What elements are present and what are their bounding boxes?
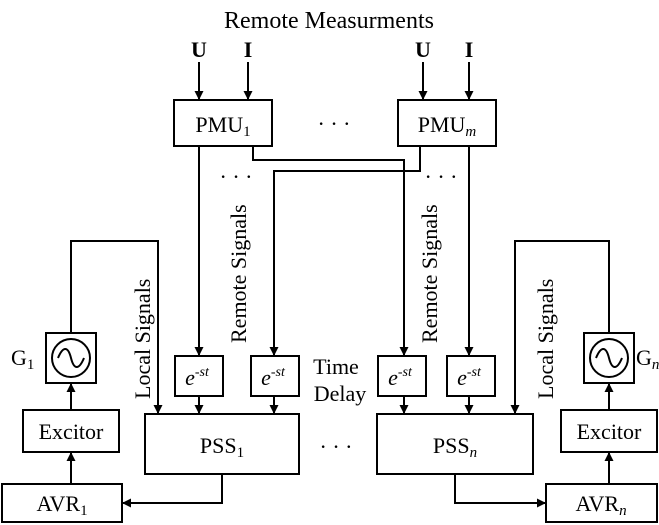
avrn-label: AVRn bbox=[575, 491, 626, 519]
pmu1-label: PMU1 bbox=[195, 112, 250, 140]
generatorn-sine bbox=[595, 348, 623, 368]
pssn-label: PSSn bbox=[433, 433, 477, 461]
pmu1-current-label: I bbox=[244, 37, 253, 62]
local-signals-label-left: Local Signals bbox=[130, 279, 155, 399]
pmum-label: PMUm bbox=[418, 112, 477, 140]
time-delay-line2: Delay bbox=[314, 381, 367, 406]
avrn-box bbox=[545, 483, 658, 523]
delay-label-1: e-st bbox=[185, 365, 210, 390]
excitor1-label: Excitor bbox=[39, 419, 104, 444]
pmu-ellipsis: · · · bbox=[318, 111, 351, 136]
delay-label-3: e-st bbox=[388, 365, 413, 390]
remote-ellipsis-right: · · · bbox=[425, 164, 458, 189]
avr1-box bbox=[1, 483, 123, 523]
local-signals-label-right: Local Signals bbox=[533, 279, 558, 399]
remote-ellipsis-left: · · · bbox=[220, 164, 253, 189]
diagram-title: Remote Measurments bbox=[224, 8, 434, 34]
pss1-to-avr1 bbox=[122, 474, 223, 508]
pss1-label: PSS1 bbox=[200, 433, 244, 461]
pssn-box bbox=[376, 413, 534, 475]
delay-box-2 bbox=[250, 355, 300, 397]
pssn-to-avrn bbox=[454, 474, 546, 508]
delay-label-4: e-st bbox=[457, 365, 482, 390]
local-signal-wire-right bbox=[510, 240, 610, 414]
pmum-current-label: I bbox=[465, 37, 474, 62]
time-delay-line1: Time bbox=[313, 354, 359, 379]
generatorn-label: Gn bbox=[636, 345, 659, 373]
generator1-label: G1 bbox=[11, 345, 34, 373]
pmu1-box bbox=[173, 99, 273, 147]
generator1-symbol bbox=[51, 338, 91, 378]
pmum-remote-wire-a bbox=[269, 146, 421, 356]
delay-box-3 bbox=[377, 355, 427, 397]
remote-signals-label-right: Remote Signals bbox=[417, 204, 442, 343]
pss1-box bbox=[144, 413, 300, 475]
excitor1-box bbox=[22, 409, 120, 453]
remote-signals-label-left: Remote Signals bbox=[226, 204, 251, 343]
pmu1-voltage-label: U bbox=[191, 37, 207, 62]
excitorn-box bbox=[560, 409, 658, 453]
pmum-box bbox=[397, 99, 497, 147]
delay-box-1 bbox=[174, 355, 224, 397]
excitorn-label: Excitor bbox=[577, 419, 642, 444]
local-signal-wire-left bbox=[70, 240, 163, 414]
pmu1-remote-wire-b bbox=[252, 146, 409, 356]
generatorn-symbol bbox=[589, 338, 629, 378]
pmum-voltage-label: U bbox=[415, 37, 431, 62]
avr1-label: AVR1 bbox=[36, 491, 87, 519]
delay-label-2: e-st bbox=[261, 365, 286, 390]
delay-box-4 bbox=[446, 355, 496, 397]
generator1-sine bbox=[57, 348, 85, 368]
pss-ellipsis: · · · bbox=[320, 434, 353, 459]
